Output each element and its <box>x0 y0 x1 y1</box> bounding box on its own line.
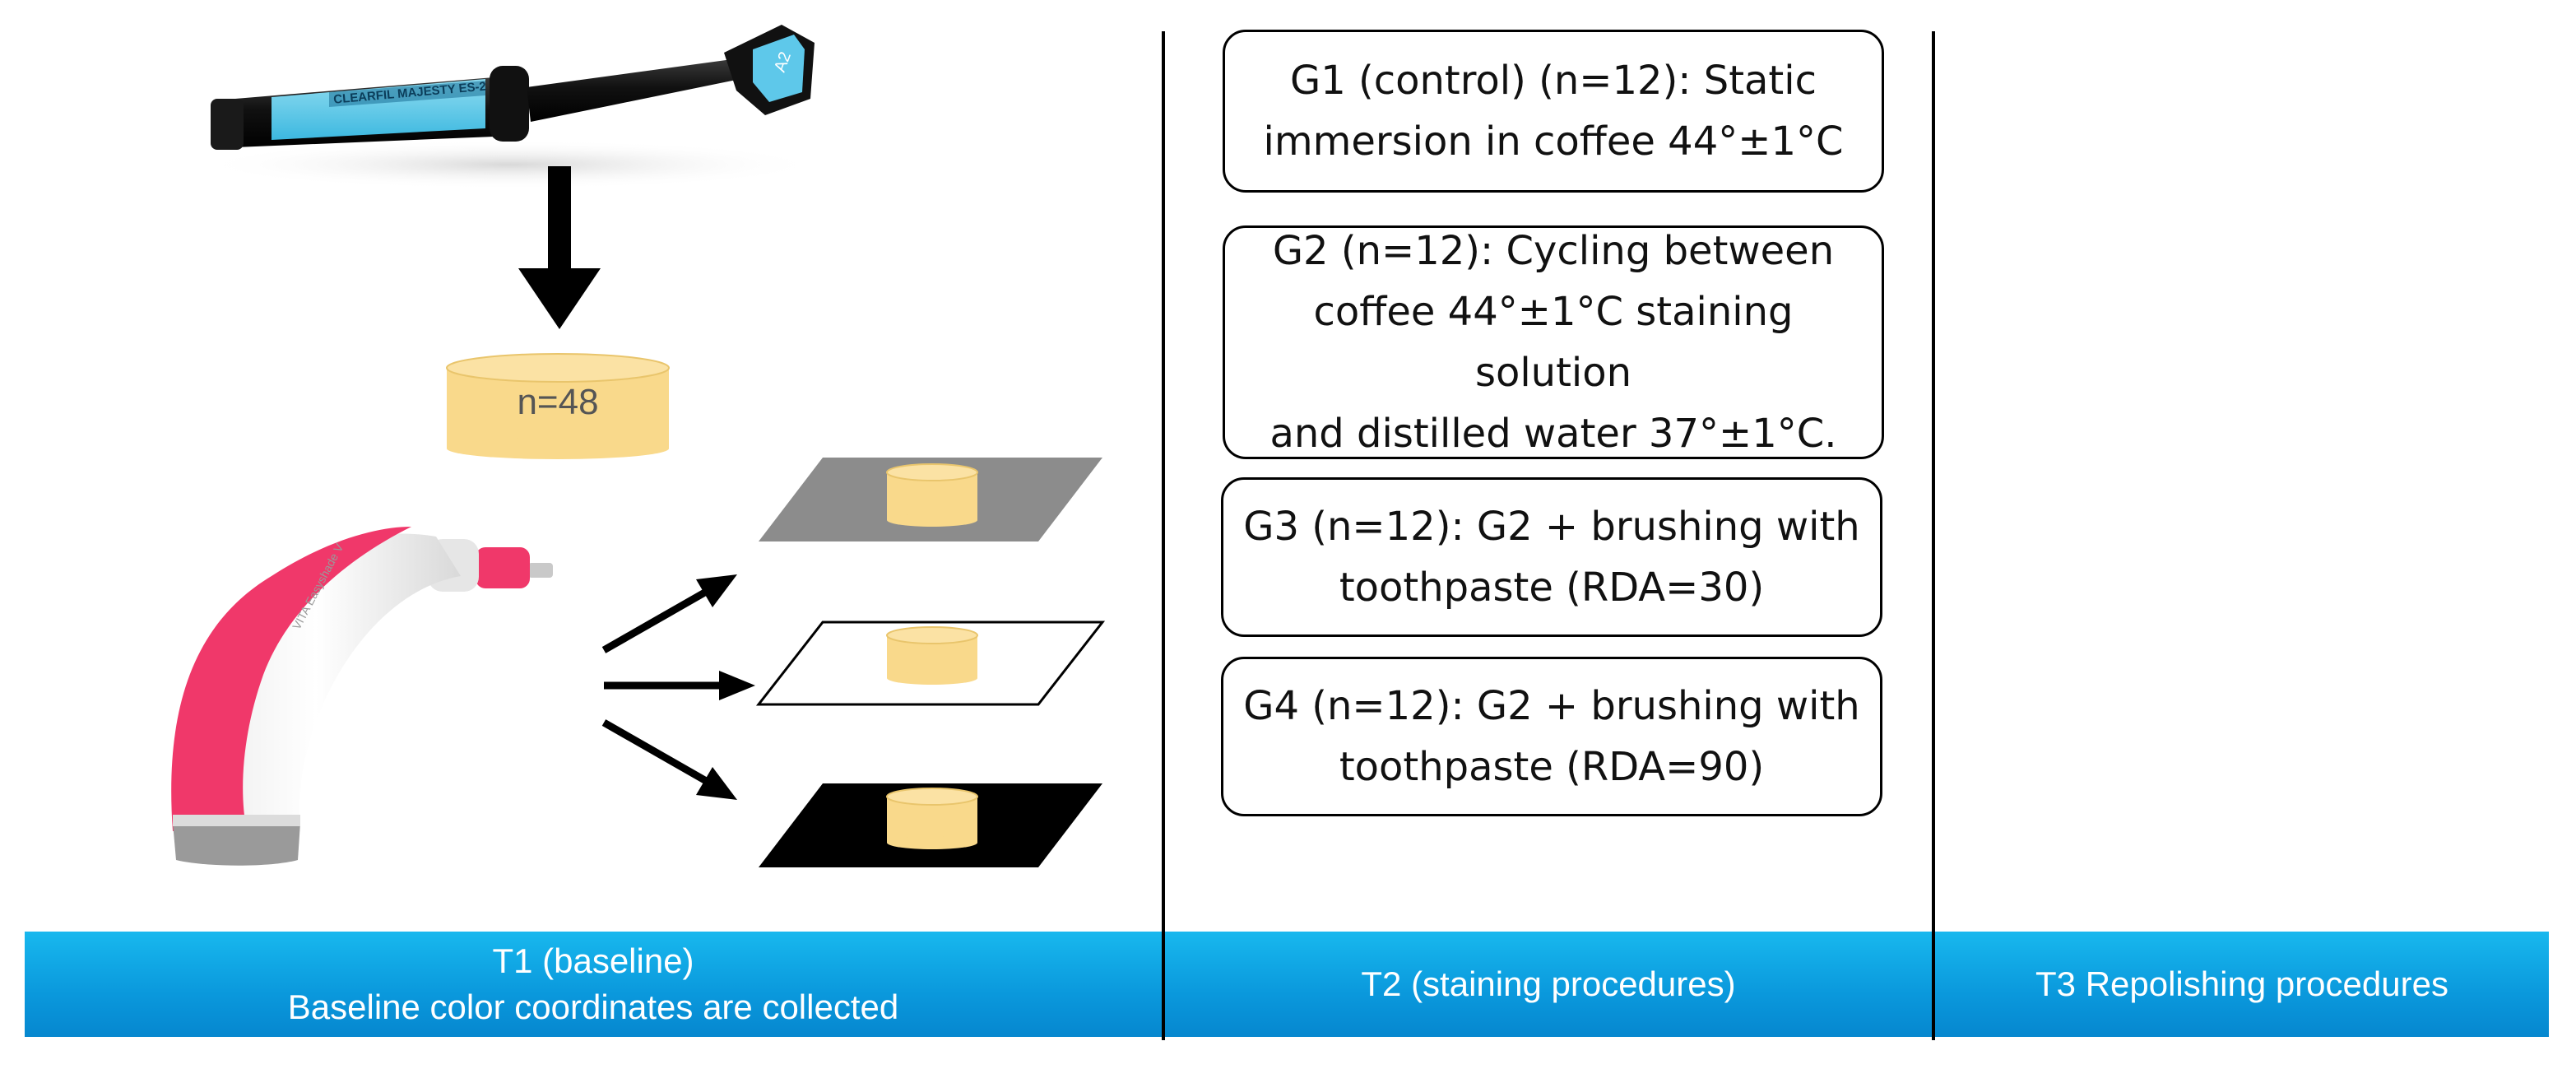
separator-t1-t2 <box>1162 31 1165 1040</box>
group-g3-box: G3 (n=12): G2 + brushing with toothpaste… <box>1221 477 1882 637</box>
group-g2-line1: G2 (n=12): Cycling between <box>1272 228 1835 274</box>
group-g4-line1: G4 (n=12): G2 + brushing with <box>1243 683 1860 729</box>
white-background-plate <box>755 620 1106 706</box>
spectrophotometer-device <box>171 527 553 866</box>
arrow-to-gray-icon <box>601 574 737 653</box>
timeline-t2-title: T2 (staining procedures) <box>1361 964 1736 1003</box>
down-arrow-icon <box>518 166 601 329</box>
specimen-disc <box>446 353 670 459</box>
group-g2-line2: coffee 44°±1°C staining solution <box>1313 289 1794 396</box>
group-g3-line1: G3 (n=12): G2 + brushing with <box>1243 504 1860 550</box>
timeline-t3-title: T3 Repolishing procedures <box>2035 964 2448 1003</box>
arrow-to-white-icon <box>604 671 755 700</box>
group-g2-line3: and distilled water 37°±1°C. <box>1269 411 1837 457</box>
group-g4-line2: toothpaste (RDA=90) <box>1339 744 1765 790</box>
group-g2-box: G2 (n=12): Cycling between coffee 44°±1°… <box>1223 225 1884 459</box>
timeline-t3: T3 Repolishing procedures <box>1935 932 2549 1037</box>
arrow-to-black-icon <box>601 719 737 800</box>
timeline-t1: T1 (baseline) Baseline color coordinates… <box>25 932 1162 1037</box>
group-g4-box: G4 (n=12): G2 + brushing with toothpaste… <box>1221 657 1882 816</box>
timeline-t1-subtitle: Baseline color coordinates are collected <box>287 988 899 1026</box>
group-g1-line2: immersion in coffee 44°±1°C <box>1263 119 1844 165</box>
group-g1-line1: G1 (control) (n=12): Static <box>1290 58 1817 104</box>
separator-t2-t3 <box>1932 31 1935 1040</box>
black-background-plate <box>759 783 1102 867</box>
composite-syringe <box>197 25 823 189</box>
group-g1-box: G1 (control) (n=12): Static immersion in… <box>1223 30 1884 193</box>
timeline-t1-title: T1 (baseline) <box>492 941 694 980</box>
gray-background-plate <box>759 458 1102 541</box>
timeline-t2: T2 (staining procedures) <box>1165 932 1932 1037</box>
group-g3-line2: toothpaste (RDA=30) <box>1339 565 1765 611</box>
specimen-count-label: n=48 <box>517 382 599 422</box>
